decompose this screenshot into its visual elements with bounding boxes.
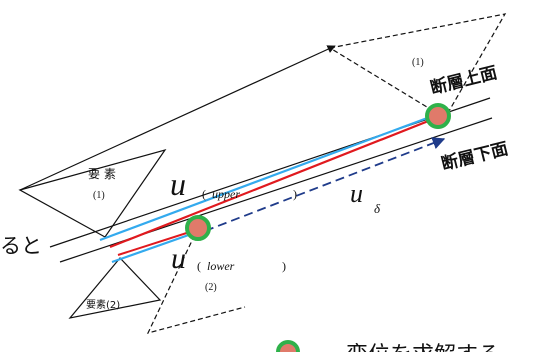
upper-dashed-triangle	[329, 13, 507, 119]
cyan-lower-displacement-line	[111, 229, 201, 264]
fault-upper-surface-label: 断層上面	[428, 62, 499, 99]
fault-lower-surface-label: 断層下面	[439, 138, 510, 175]
element-2-name: 要素(2)	[86, 298, 120, 311]
lower-triangle-number: (2)	[205, 282, 217, 293]
legend-node-marker	[276, 340, 300, 352]
upper-motion-arrow	[19, 45, 336, 191]
element-1-name: 要 素	[88, 167, 116, 181]
upper-triangle-number: (1)	[412, 57, 424, 68]
cyan-upper-displacement-line	[99, 112, 439, 242]
u-upper-subscript: upper	[212, 187, 240, 201]
lower-dashed-triangle	[146, 227, 246, 334]
element-2-triangle	[68, 257, 162, 319]
element-1-triangle	[18, 148, 167, 238]
upper-node-marker	[425, 103, 451, 129]
element-1-number: (1)	[93, 190, 105, 201]
u-lower-open-paren: (	[197, 259, 201, 273]
u-delta-symbol: u	[350, 179, 363, 208]
u-upper-close-paren: )	[293, 187, 297, 201]
legend-text-fragment: 変位を求解する	[346, 343, 500, 352]
u-lower-close-paren: )	[282, 259, 286, 273]
u-upper-open-paren: (	[202, 187, 206, 201]
u-delta-subscript: δ	[374, 201, 381, 216]
u-upper-symbol: u	[170, 166, 186, 202]
red-relative-displacement-line	[109, 116, 437, 249]
lower-node-marker	[185, 215, 211, 241]
left-text-fragment: ると	[0, 234, 42, 258]
u-lower-symbol: u	[171, 242, 186, 275]
u-delta-dashed-arrow	[204, 137, 446, 232]
u-lower-subscript: lower	[207, 259, 235, 273]
red-short-segment	[117, 229, 197, 256]
